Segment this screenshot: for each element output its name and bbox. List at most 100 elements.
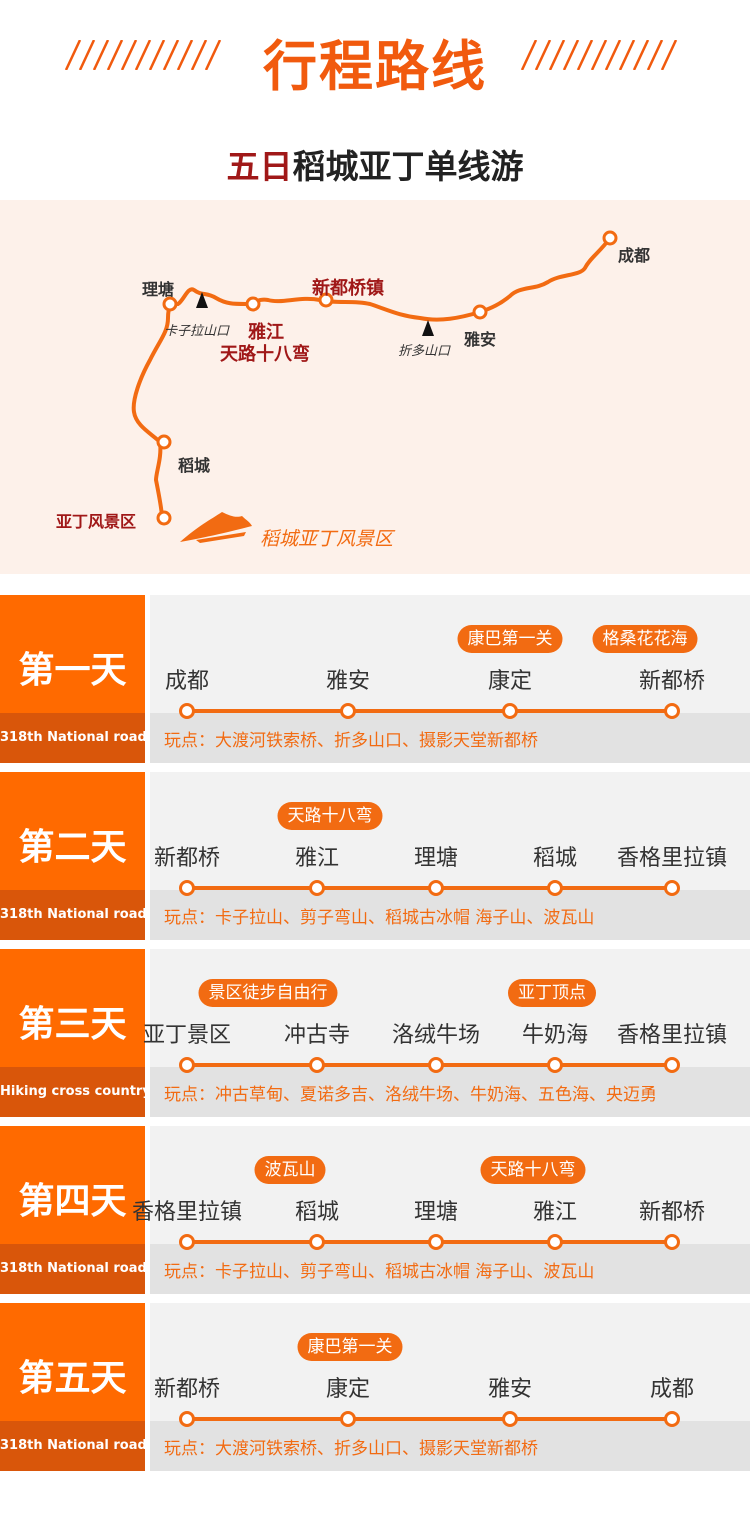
day-header: 第四天 318th National road [0, 1126, 147, 1294]
day-route-panel: 亚丁景区冲古寺洛绒牛场牛奶海香格里拉镇景区徒步自由行亚丁顶点玩点：冲古草甸、夏诺… [143, 949, 750, 1117]
subtitle-days: 五日 [226, 147, 293, 186]
route-stop: 稻城 [294, 1200, 339, 1225]
highlight-badge: 格桑花花海 [592, 625, 698, 653]
route-stop: 理塘 [413, 1200, 458, 1225]
route-stop-dot [179, 1234, 195, 1250]
attractions-text: 玩点：大渡河铁索桥、折多山口、摄影天堂新都桥 [164, 1439, 538, 1459]
route-stop-dot [179, 1057, 195, 1073]
route-stop-dot [428, 1234, 444, 1250]
map-label-kazila: 卡子拉山口 [164, 324, 230, 339]
route-track [187, 1417, 672, 1421]
subtitle-route: 稻城亚丁单线游 [292, 147, 524, 186]
route-lower-band [150, 713, 750, 763]
highlight-badge: 亚丁顶点 [508, 979, 596, 1007]
day-title: 第二天 [18, 827, 127, 868]
route-stop-dot [309, 1057, 325, 1073]
route-stop: 新都桥 [638, 1200, 705, 1225]
day-header: 第五天 318th National road [0, 1303, 147, 1471]
highlight-badge: 天路十八弯 [480, 1156, 586, 1184]
day-route-panel: 成都 雅安 康定 新都桥 康巴第一关 格桑花花海玩点：大渡河铁索桥、折多山口、摄影天堂新都… [150, 595, 750, 763]
map-label-litang: 理塘 [142, 280, 175, 299]
map-label-zheduo: 折多山口 [398, 344, 451, 359]
attractions-text: 玩点：冲古草甸、夏诺多吉、洛绒牛场、牛奶海、五色海、央迈勇 [164, 1085, 657, 1105]
route-stop: 雅安 [325, 669, 370, 694]
attractions-text: 玩点：卡子拉山、剪子弯山、稻城古冰帽 海子山、波瓦山 [164, 1262, 595, 1282]
map-label-chengdu: 成都 [618, 246, 651, 265]
day-route-tag: Hiking cross country [0, 1067, 151, 1117]
highlight-badge: 康巴第一关 [297, 1333, 403, 1361]
day-block: 第四天 318th National road 香格里拉镇 稻城 理塘 雅江 新都桥 波瓦山 天… [0, 1126, 750, 1294]
route-stop: 雅江 [294, 846, 339, 871]
map-label-yajiang: 雅江 [248, 322, 284, 343]
route-lower-band [150, 1244, 750, 1294]
day-header: 第三天 Hiking cross country [0, 949, 151, 1117]
map-label-xinduqiao: 新都桥镇 [312, 278, 384, 299]
day-route-tag: 318th National road [0, 1421, 147, 1471]
route-stop-dot [179, 703, 195, 719]
day-route-panel: 新都桥 雅江 理塘 稻城 香格里拉镇 天路十八弯玩点：卡子拉山、剪子弯山、稻城古冰帽 海子… [150, 772, 750, 940]
day-route-tag: 318th National road [0, 713, 147, 763]
route-map-svg [131, 230, 618, 543]
route-stop: 成都 [164, 669, 209, 694]
route-stop: 新都桥 [153, 846, 220, 871]
day-title: 第五天 [18, 1358, 127, 1399]
map-label-yading: 亚丁风景区 [56, 512, 137, 531]
attractions-text: 玩点：大渡河铁索桥、折多山口、摄影天堂新都桥 [164, 731, 538, 751]
route-stop: 康定 [325, 1377, 370, 1402]
route-stop: 雅江 [532, 1200, 577, 1225]
highlight-badge: 景区徒步自由行 [198, 979, 338, 1007]
route-stop-dot [547, 1057, 563, 1073]
route-stop: 新都桥 [638, 669, 705, 694]
route-stop: 香格里拉镇 [616, 846, 727, 871]
day-title: 第四天 [18, 1181, 127, 1222]
day-header: 第一天 318th National road [0, 595, 147, 763]
route-stop: 稻城 [532, 846, 577, 871]
day-header: 第二天 318th National road [0, 772, 147, 940]
route-stop: 康定 [487, 669, 532, 694]
route-stop-dot [664, 880, 680, 896]
route-upper-band [150, 1303, 750, 1421]
route-stop: 香格里拉镇 [616, 1023, 727, 1048]
route-map: 成都 雅安 折多山口 新都桥镇 理塘 卡子拉山口 雅江 天路十八弯 稻城 亚丁风… [0, 200, 750, 574]
page-title: 行程路线 [263, 35, 487, 98]
route-stop-dot [664, 1234, 680, 1250]
highlight-badge: 康巴第一关 [457, 625, 563, 653]
route-stop: 成都 [649, 1377, 694, 1402]
map-label-scenic-area: 稻城亚丁风景区 [260, 528, 394, 550]
map-label-yaan: 雅安 [464, 330, 497, 349]
map-label-daocheng: 稻城 [178, 456, 211, 475]
highlight-badge: 天路十八弯 [277, 802, 383, 830]
route-upper-band [150, 1126, 750, 1244]
route-stop: 新都桥 [153, 1377, 220, 1402]
route-subtitle: 五日稻城亚丁单线游 [0, 140, 750, 188]
route-stop-dot [664, 703, 680, 719]
route-stop: 牛奶海 [521, 1023, 588, 1048]
header: 行程路线 五日稻城亚丁单线游 [0, 0, 750, 200]
decorative-slashes-left [64, 40, 222, 70]
route-upper-band [150, 772, 750, 890]
decorative-slashes-right [520, 40, 678, 70]
highlight-badge: 波瓦山 [254, 1156, 326, 1184]
route-stop: 冲古寺 [283, 1023, 350, 1048]
attractions-text: 玩点：卡子拉山、剪子弯山、稻城古冰帽 海子山、波瓦山 [164, 908, 595, 928]
route-stop-dot [547, 1234, 563, 1250]
day-block: 第一天 318th National road 成都 雅安 康定 新都桥 康巴第一关 格桑花花… [0, 595, 750, 763]
day-title: 第一天 [18, 650, 127, 691]
route-stop-dot [340, 703, 356, 719]
route-lower-band [150, 1067, 750, 1117]
route-stop: 理塘 [413, 846, 458, 871]
day-title: 第三天 [18, 1004, 127, 1045]
route-stop-dot [340, 1411, 356, 1427]
route-stop-dot [309, 880, 325, 896]
route-upper-band [150, 595, 750, 713]
day-route-tag: 318th National road [0, 890, 147, 940]
day-route-tag: 318th National road [0, 1244, 147, 1294]
route-stop: 亚丁景区 [142, 1023, 231, 1048]
route-stop-dot [664, 1057, 680, 1073]
route-lower-band [150, 1421, 750, 1471]
route-upper-band [150, 949, 750, 1067]
route-stop: 香格里拉镇 [131, 1200, 242, 1225]
